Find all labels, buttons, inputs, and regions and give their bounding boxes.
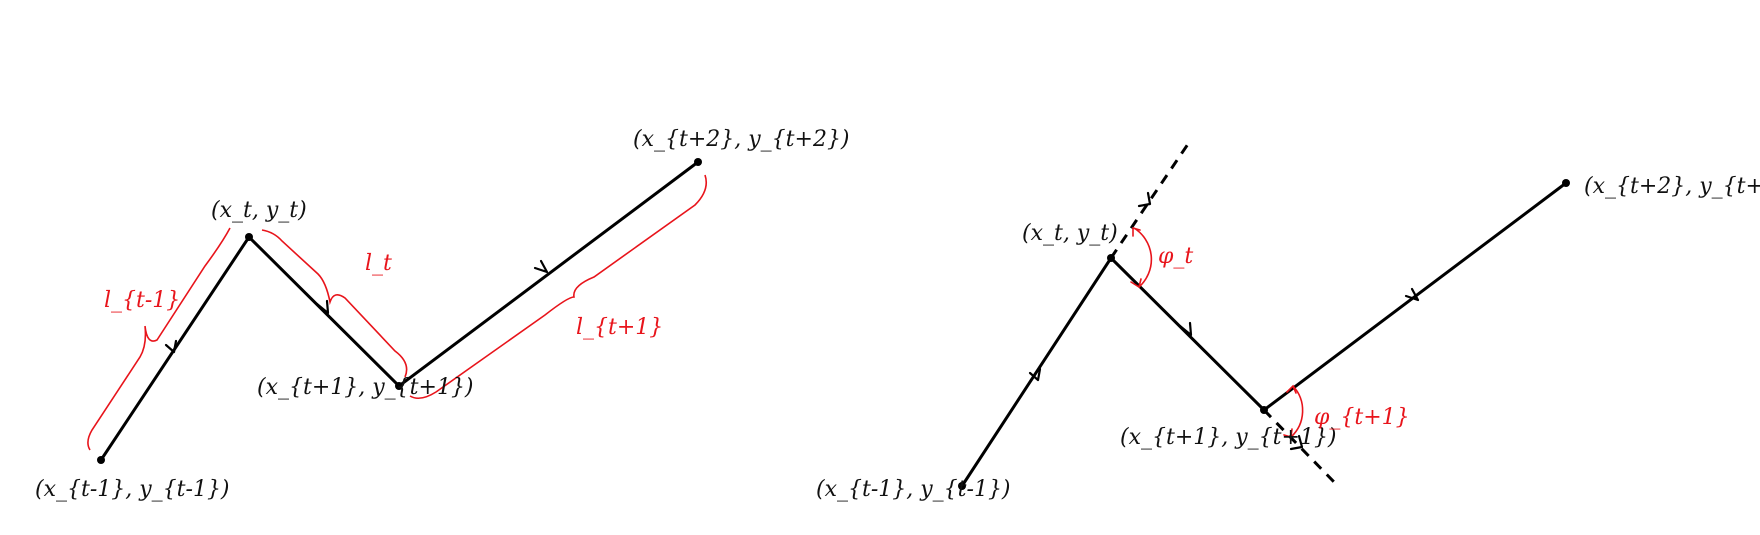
- left-point-t: [245, 233, 253, 241]
- right-label-phi-t: φ_t: [1158, 244, 1193, 269]
- left-diagram: (x_{t-1}, y_{t-1}) (x_t, y_t) (x_{t+1}, …: [35, 127, 850, 502]
- left-label-l-tp1: l_{t+1}: [576, 315, 663, 340]
- left-label-p-tm1: (x_{t-1}, y_{t-1}): [35, 477, 230, 502]
- right-arrow-3: [1404, 287, 1420, 302]
- right-label-p-tm1: (x_{t-1}, y_{t-1}): [816, 477, 1011, 502]
- right-point-tp2: [1562, 179, 1570, 187]
- right-point-t: [1107, 254, 1115, 262]
- left-brace-lt-1: [87, 227, 231, 451]
- left-trajectory-path: [99, 160, 700, 462]
- right-label-p-t: (x_t, y_t): [1022, 221, 1118, 246]
- right-arrow-dashed-t: [1137, 191, 1152, 208]
- left-label-p-tp2: (x_{t+2}, y_{t+2}): [633, 127, 850, 152]
- right-arrow-dashed-tp1: [1289, 434, 1304, 451]
- left-brace-lt: [261, 229, 408, 378]
- left-arrow-1: [164, 339, 178, 354]
- right-diagram: (x_{t-1}, y_{t-1}) (x_t, y_t) (x_{t+1}, …: [816, 143, 1760, 502]
- left-brace-ltp1: [409, 174, 708, 400]
- left-label-l-tm1: l_{t-1}: [104, 288, 180, 313]
- right-arrow-2: [1178, 321, 1193, 337]
- right-angle-arc-phi-t-tip-bottom: [1130, 278, 1142, 289]
- right-point-tm1: [958, 482, 966, 490]
- right-angle-arc-phi-tp1-tip-top: [1286, 384, 1297, 394]
- right-angle-arc-phi-t-tip-top: [1132, 226, 1141, 237]
- left-point-tp2: [694, 158, 702, 166]
- left-label-l-t: l_t: [365, 251, 392, 276]
- right-dashed-extension-t: [1109, 143, 1190, 259]
- left-arrow-2: [315, 299, 330, 315]
- right-angle-arc-phi-t: [1133, 227, 1153, 288]
- right-angle-arc-phi-tp1-tip-bottom: [1283, 428, 1293, 439]
- right-point-tp1: [1260, 406, 1268, 414]
- left-label-p-tp1: (x_{t+1}, y_{t+1}): [257, 375, 474, 400]
- left-arrow-3: [533, 259, 549, 274]
- right-label-p-tp1: (x_{t+1}, y_{t+1}): [1120, 425, 1337, 450]
- left-point-tp1: [395, 382, 403, 390]
- right-angle-arc-phi-tp1: [1290, 385, 1304, 438]
- right-label-phi-tp1: φ_{t+1}: [1314, 405, 1410, 430]
- left-point-tm1: [97, 456, 105, 464]
- left-label-p-t: (x_t, y_t): [211, 198, 307, 223]
- right-arrow-1: [1028, 367, 1042, 382]
- right-label-p-tp2: (x_{t+2}, y_{t+2}): [1584, 174, 1760, 199]
